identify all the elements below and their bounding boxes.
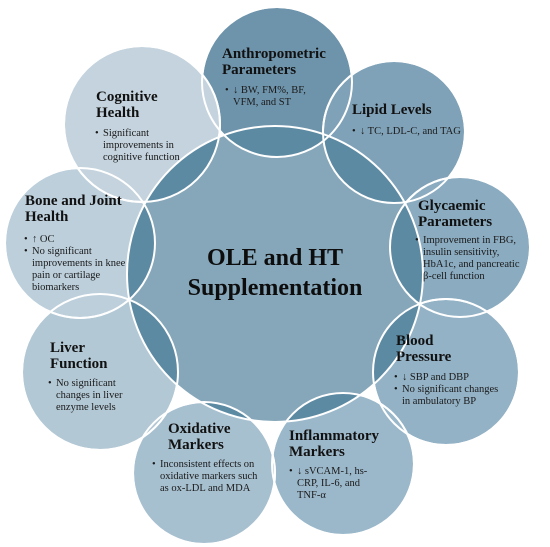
node-item: Improvement in FBG, insulin sensitivity,…	[415, 235, 520, 283]
outline-anthropometric	[201, 6, 353, 158]
node-item: ↑ OC	[24, 234, 136, 246]
node-title: Bone and Joint Health	[25, 193, 122, 225]
outline-liver	[21, 293, 179, 451]
center-title: OLE and HT Supplementation	[187, 245, 363, 301]
node-title: Anthropometric Parameters	[222, 46, 326, 78]
node-items: ↓ sVCAM-1, hs-CRP, IL-6, and TNF-α	[289, 466, 384, 502]
outline-blood-pressure	[372, 298, 520, 446]
node-title: Inflammatory Markers	[289, 428, 379, 460]
node-item: No significant improvements in knee pain…	[24, 246, 136, 294]
center-circle	[127, 126, 423, 422]
node-items: Significant improvements in cognitive fu…	[95, 128, 200, 164]
node-items: ↓ SBP and DBP No significant changes in …	[394, 372, 506, 408]
outline-oxidative	[132, 401, 276, 545]
node-items: ↑ OC No significant improvements in knee…	[24, 234, 136, 294]
node-title: Blood Pressure	[396, 333, 452, 365]
node-item: ↓ BW, FM%, BF, VFM, and ST	[225, 85, 325, 109]
node-item: No significant changes in liver enzyme l…	[48, 378, 148, 414]
node-item: Inconsistent effects on oxidative marker…	[152, 459, 267, 495]
node-item: Significant improvements in cognitive fu…	[95, 128, 200, 164]
node-items: No significant changes in liver enzyme l…	[48, 378, 148, 414]
node-title: Oxidative Markers	[168, 421, 231, 453]
node-item: No significant changes in ambulatory BP	[394, 384, 506, 408]
outline-inflammatory	[271, 392, 415, 536]
outline-cognitive	[63, 45, 221, 203]
node-title: Glycaemic Parameters	[418, 198, 493, 230]
node-items: ↓ TC, LDL-C, and TAG	[352, 126, 467, 138]
node-items: Improvement in FBG, insulin sensitivity,…	[415, 235, 520, 283]
node-title: Liver Function	[50, 340, 108, 372]
node-item: ↓ sVCAM-1, hs-CRP, IL-6, and TNF-α	[289, 466, 384, 502]
node-title: Lipid Levels	[352, 102, 432, 118]
outline-bone	[4, 167, 156, 319]
node-items: Inconsistent effects on oxidative marker…	[152, 459, 267, 495]
node-items: ↓ BW, FM%, BF, VFM, and ST	[225, 85, 325, 109]
node-title: Cognitive Health	[96, 89, 158, 121]
outline-glycaemic	[389, 176, 531, 318]
node-item: ↓ SBP and DBP	[394, 372, 506, 384]
node-item: ↓ TC, LDL-C, and TAG	[352, 126, 467, 138]
